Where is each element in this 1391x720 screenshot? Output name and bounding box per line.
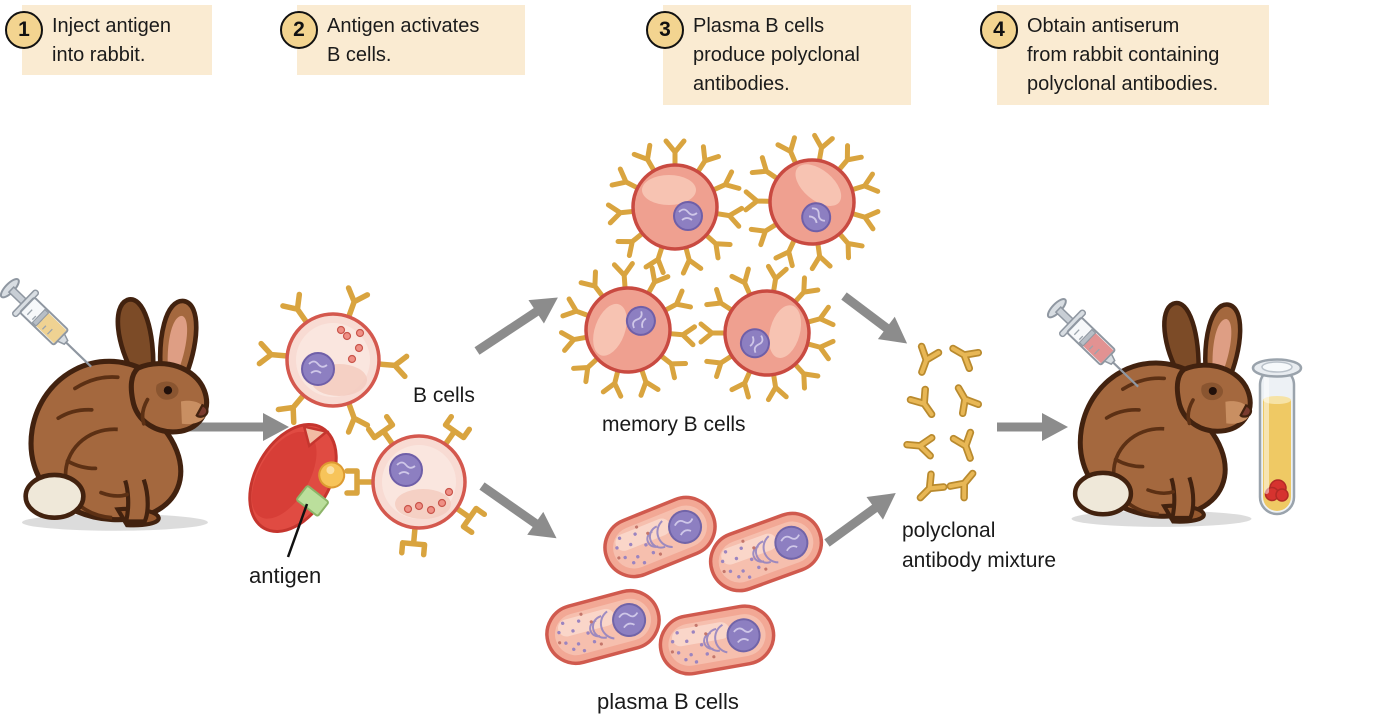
arrow-rabbit-to-bcells (183, 413, 289, 441)
step-3-text: Plasma B cells produce polyclonal antibo… (693, 15, 860, 95)
step-4-box: 4 Obtain antiserum from rabbit containin… (980, 5, 1269, 105)
b-cell (347, 417, 484, 555)
antigen-pointer-line (286, 503, 309, 558)
step-2-text: Antigen activates B cells. (327, 15, 480, 66)
b-cell (259, 288, 406, 432)
step-4-text: Obtain antiserum from rabbit containing … (1027, 15, 1220, 95)
plasma-b-cell (654, 599, 780, 681)
step-4-number-badge: 4 (980, 11, 1018, 49)
b-cells-label: B cells (413, 384, 475, 407)
process-arrows (183, 292, 1068, 547)
plasma-b-cell (594, 487, 726, 587)
syringe-blood-icon (1040, 291, 1152, 401)
memory-b-cell (686, 252, 848, 415)
memory-b-cell (543, 245, 713, 415)
polyclonal-antibody-mixture-label: polyclonal antibody mixture (902, 519, 1057, 572)
plasma-b-cell (700, 503, 832, 601)
memory-b-cell (608, 141, 741, 273)
arrow-memory-to-antibodies (841, 292, 908, 344)
step-2-box: 2 Antigen activates B cells. (280, 5, 525, 75)
arrow-antibodies-to-rabbit (997, 413, 1068, 441)
step-1-text: Inject antigen into rabbit. (52, 15, 171, 66)
antigen-icon (248, 422, 346, 534)
antiserum-test-tube-icon (1251, 358, 1303, 516)
antigen-label: antigen (249, 563, 322, 588)
step-1-number-badge: 1 (5, 11, 43, 49)
step-3-number-badge: 3 (646, 11, 684, 49)
step-1-box: 1 Inject antigen into rabbit. (5, 5, 212, 75)
memory-b-cells-label: memory B cells (602, 413, 746, 436)
arrow-bcells-to-memory (474, 297, 558, 355)
arrow-bcells-to-plasma (479, 482, 557, 539)
arrow-plasma-to-antibodies (824, 493, 896, 547)
syringe-antigen-icon (0, 271, 105, 381)
step-2-number-badge: 2 (280, 11, 318, 49)
step-3-box: 3 Plasma B cells produce polyclonal anti… (646, 5, 911, 105)
plasma-b-cell (538, 582, 668, 672)
polyclonal-antibody-mixture-icons (906, 341, 979, 504)
plasma-b-cells-label: plasma B cells (597, 689, 739, 714)
